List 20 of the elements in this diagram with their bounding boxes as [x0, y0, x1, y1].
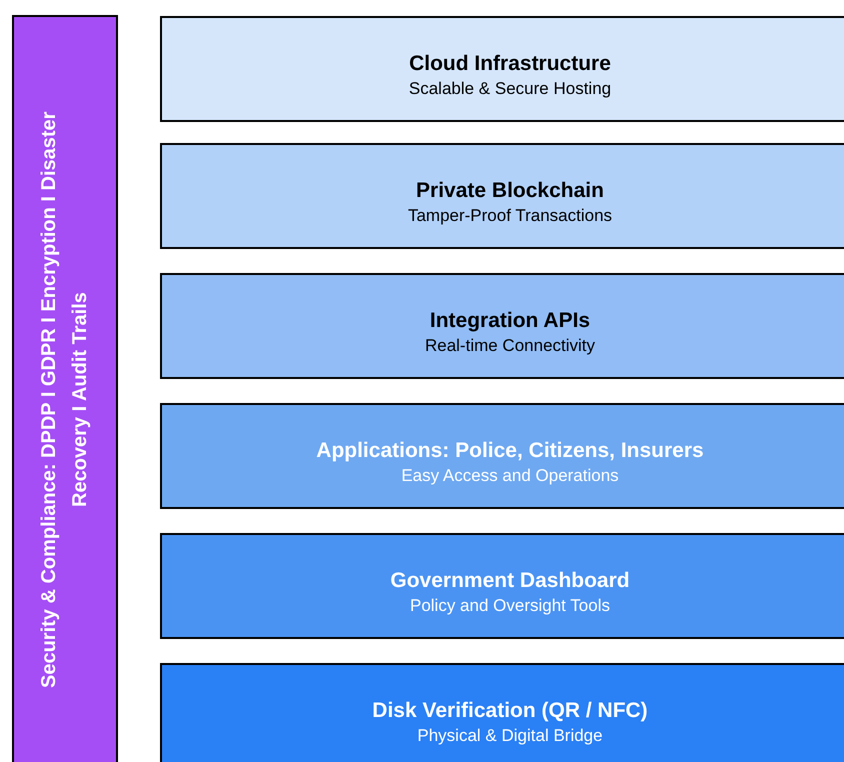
layer-box [160, 403, 844, 509]
layer-box [160, 16, 844, 122]
compliance-bar [12, 15, 118, 762]
layer-title: Integration APIs [430, 308, 590, 334]
layer-subtitle: Scalable & Secure Hosting [408, 78, 612, 100]
layer-subtitle: Easy Access and Operations [401, 465, 619, 487]
layer-box [160, 143, 844, 249]
layer-box [160, 533, 844, 639]
layer-subtitle: Policy and Oversight Tools [410, 595, 610, 617]
layer-title: Private Blockchain [416, 178, 604, 204]
layer-box [160, 273, 844, 379]
layer-title: Applications: Police, Citizens, Insurers [316, 438, 704, 464]
compliance-text: Security & Compliance: DPDP I GDPR I Encryption I Disaster Recovery I Audit Trails [37, 110, 92, 690]
layer-subtitle: Tamper-Proof Transactions [408, 205, 612, 227]
layer-subtitle: Physical & Digital Bridge [417, 725, 603, 747]
layer-title: Disk Verification (QR / NFC) [372, 698, 648, 724]
layer-title: Government Dashboard [390, 568, 630, 594]
layer-title: Cloud Infrastructure [409, 51, 611, 77]
layer-box [160, 663, 844, 762]
layer-subtitle: Real-time Connectivity [424, 335, 596, 357]
